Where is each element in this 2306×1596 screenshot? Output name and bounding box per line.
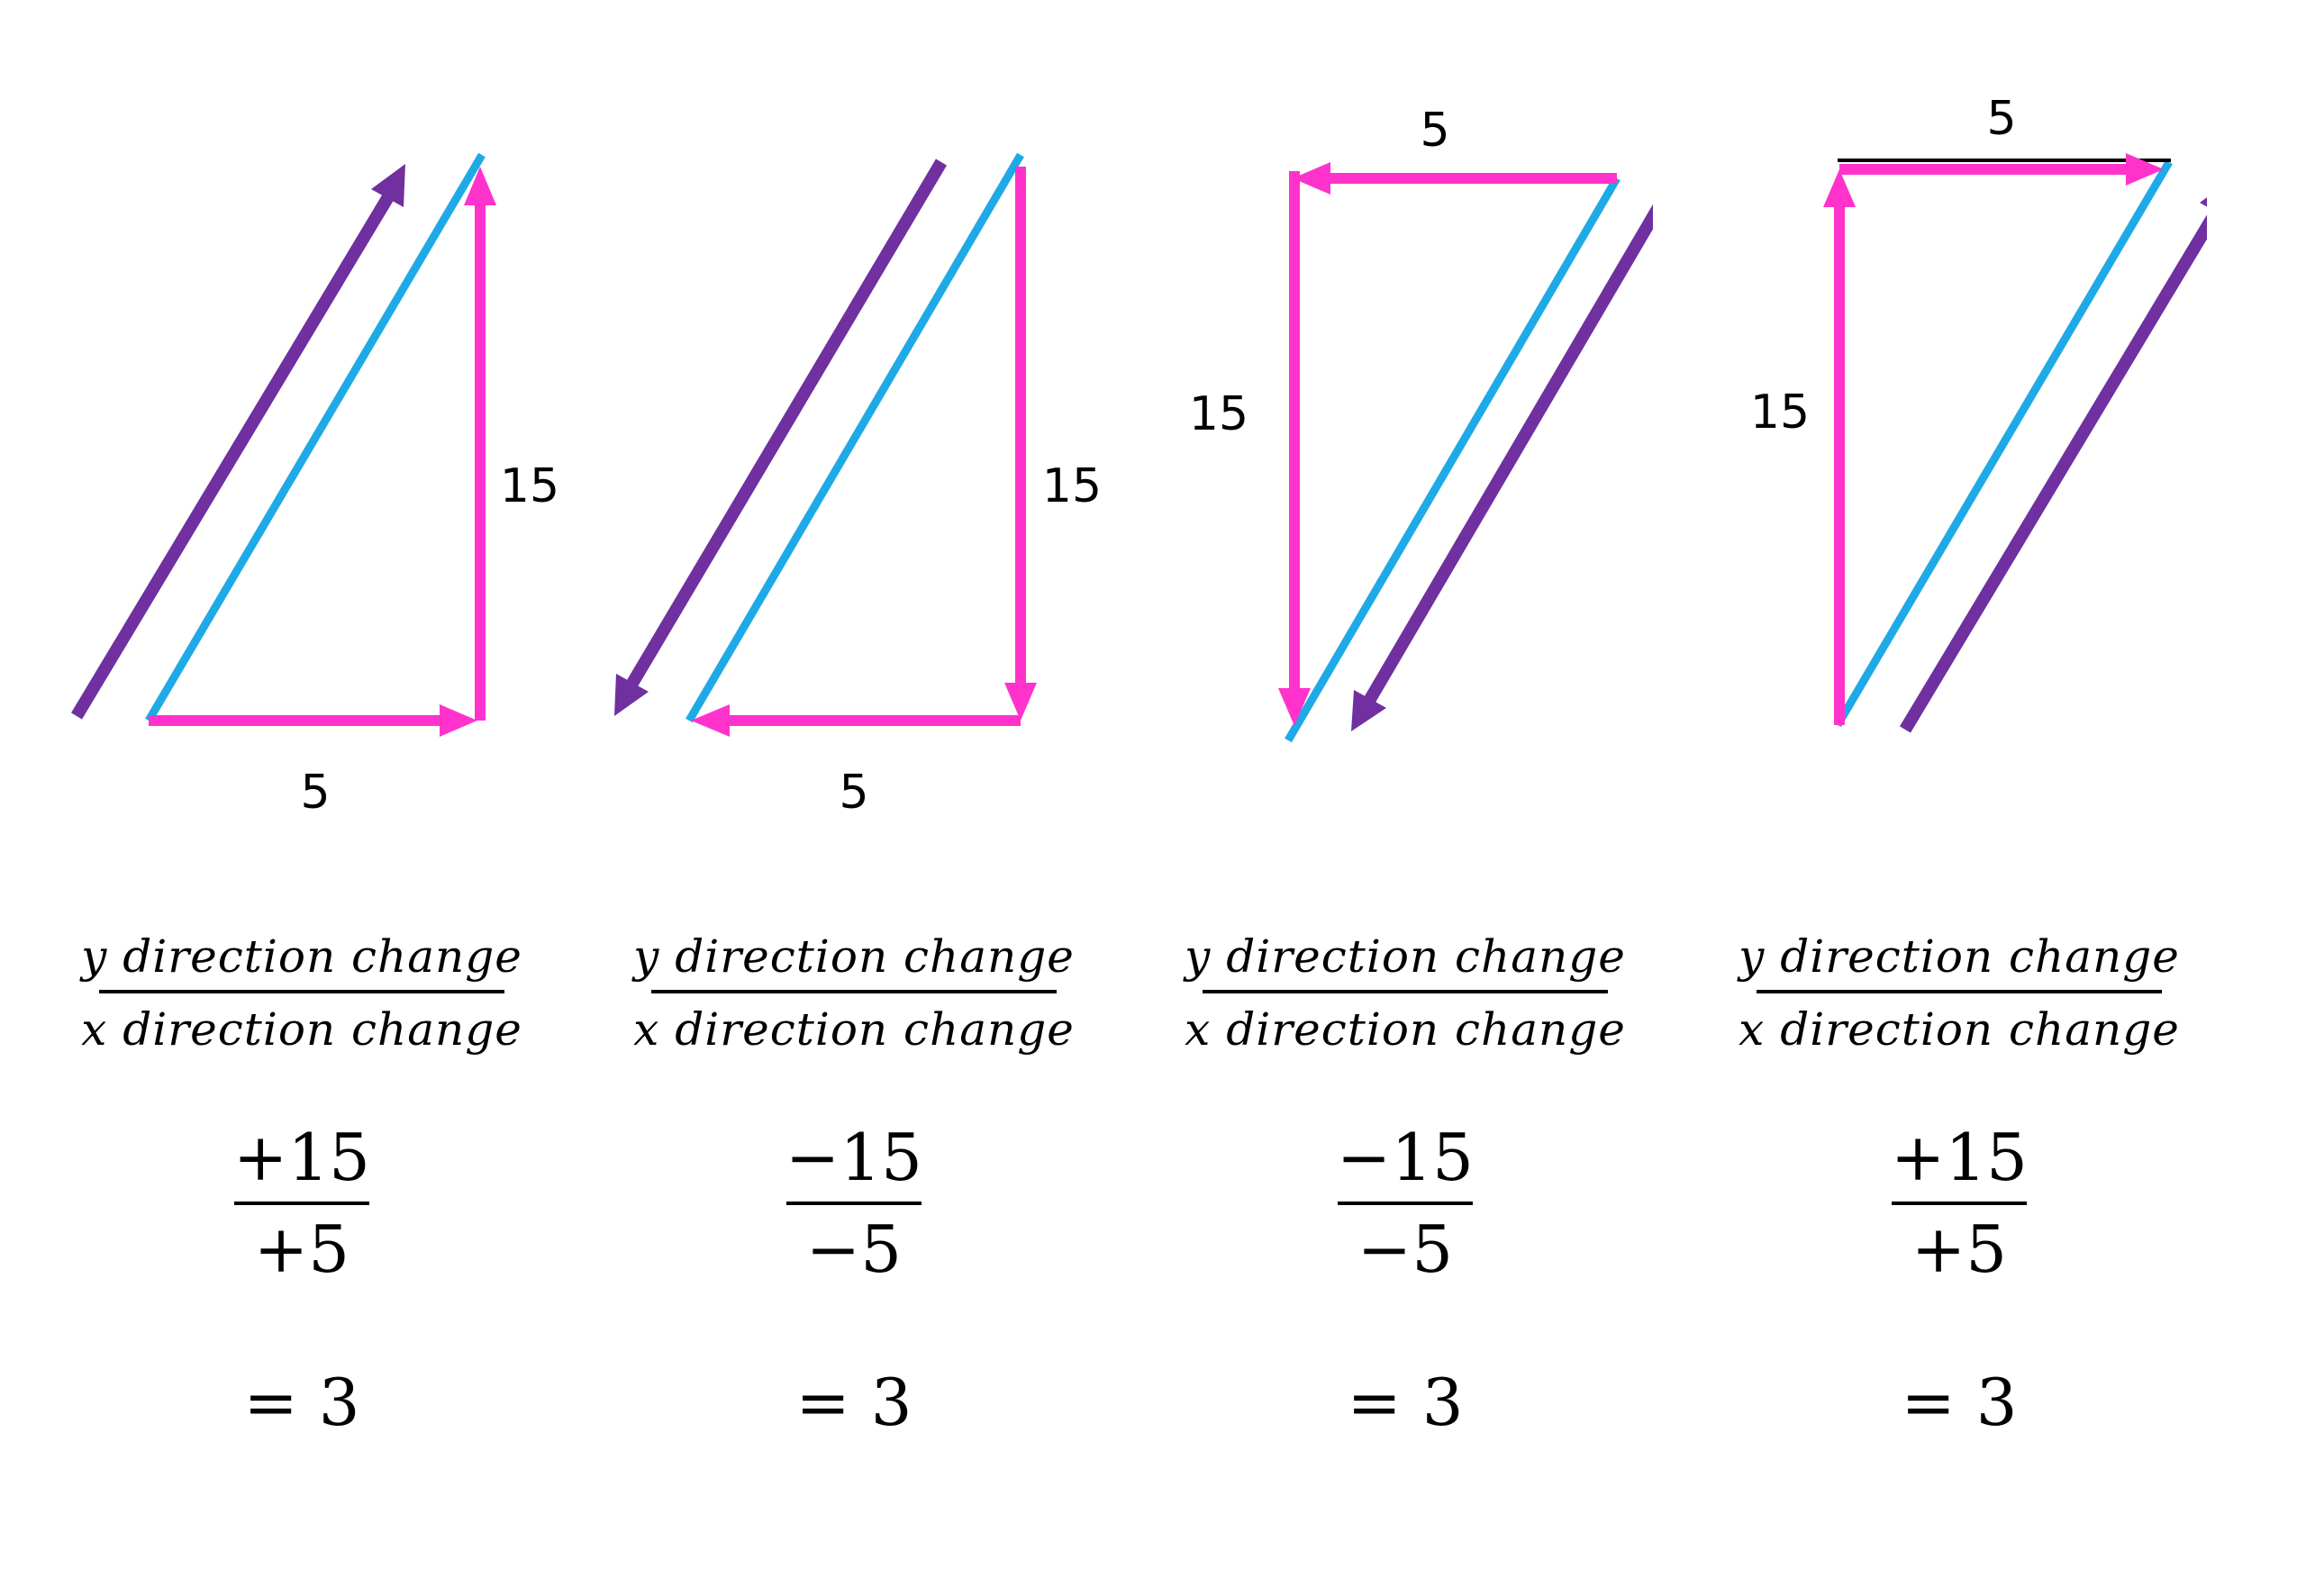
rise-label: 15 <box>1188 387 1249 441</box>
run-arrow-head <box>1293 162 1330 195</box>
run-label: 5 <box>839 766 869 820</box>
panel-3: 5 15 <box>1094 0 1653 1596</box>
word-numerator: y direction change <box>1739 930 2180 983</box>
word-fraction: y direction change x direction change <box>575 928 1133 1059</box>
panel-4: 5 15 <box>1648 0 2207 1596</box>
word-denominator: x direction change <box>633 1003 1075 1056</box>
formula-2: y direction change x direction change −1… <box>575 0 1133 1596</box>
hypotenuse-line <box>1285 176 1621 743</box>
rise-arrow-head <box>1278 688 1311 726</box>
direction-arrow-shaft <box>1363 204 1653 704</box>
number-fraction: −15 −5 <box>1126 1117 1684 1290</box>
direction-arrow-shaft <box>70 192 395 720</box>
fraction-bar <box>1892 1202 2027 1205</box>
triangle-diagram-1 <box>70 152 496 737</box>
word-numerator: y direction change <box>81 930 522 983</box>
word-fraction: y direction change x direction change <box>23 928 581 1059</box>
triangle-diagram-2 <box>614 152 1037 737</box>
direction-arrow-head <box>1351 690 1386 731</box>
direction-arrow-head <box>2200 197 2207 207</box>
formula-4: y direction change x direction change +1… <box>1680 0 2238 1596</box>
run-label: 5 <box>1420 104 1450 158</box>
word-fraction: y direction change x direction change <box>1126 928 1684 1059</box>
numerator: +15 <box>233 1120 370 1195</box>
word-denominator: x direction change <box>81 1003 522 1056</box>
number-fraction: −15 −5 <box>575 1117 1133 1290</box>
denominator: −5 <box>805 1211 903 1287</box>
numerator: −15 <box>1337 1120 1474 1195</box>
denominator: +5 <box>1911 1211 2008 1287</box>
fraction-bar <box>1338 1202 1473 1205</box>
run-arrow-head <box>2126 153 2164 186</box>
formula-1: y direction change x direction change +1… <box>23 0 581 1596</box>
number-fraction: +15 +5 <box>1680 1117 2238 1290</box>
word-fraction: y direction change x direction change <box>1680 928 2238 1059</box>
fraction-bar <box>99 990 504 993</box>
fraction-bar <box>1757 990 2162 993</box>
panel-1: 5 15 <box>0 0 560 1596</box>
rise-arrow-head <box>1823 169 1856 207</box>
denominator: +5 <box>253 1211 350 1287</box>
fraction-bar <box>234 1202 369 1205</box>
rise-arrow-head <box>464 167 496 205</box>
triangle-diagram-4 <box>1823 153 2207 733</box>
hypotenuse-line <box>1834 159 2173 728</box>
panel-2: 5 15 <box>540 0 1103 1596</box>
result: = 3 <box>1347 1365 1464 1440</box>
rise-arrow-head <box>1004 683 1037 721</box>
word-numerator: y direction change <box>1185 930 1626 983</box>
fraction-bar <box>651 990 1057 993</box>
direction-arrow-head <box>371 164 405 207</box>
rise-label: 15 <box>1749 385 1811 440</box>
numerator: −15 <box>785 1120 922 1195</box>
run-arrow-head <box>691 704 730 737</box>
result: = 3 <box>1901 1365 2018 1440</box>
result: = 3 <box>243 1365 360 1440</box>
word-denominator: x direction change <box>1185 1003 1626 1056</box>
denominator: −5 <box>1357 1211 1454 1287</box>
word-numerator: y direction change <box>633 930 1075 983</box>
word-denominator: x direction change <box>1739 1003 2180 1056</box>
run-label: 5 <box>1986 92 2017 146</box>
triangle-diagram-3 <box>1278 162 1653 743</box>
rise-label: 15 <box>1041 459 1103 513</box>
run-label: 5 <box>300 766 331 820</box>
formula-3: y direction change x direction change −1… <box>1126 0 1684 1596</box>
result: = 3 <box>795 1365 912 1440</box>
rise-label: 15 <box>499 459 560 513</box>
direction-arrow-head <box>614 674 649 716</box>
numerator: +15 <box>1891 1120 2028 1195</box>
hypotenuse-line <box>685 152 1024 723</box>
hypotenuse-line <box>145 152 486 723</box>
run-arrow-head <box>440 704 477 737</box>
direction-arrow-shaft <box>1899 214 2207 733</box>
fraction-bar <box>786 1202 921 1205</box>
number-fraction: +15 +5 <box>23 1117 581 1290</box>
direction-arrow-shaft <box>624 159 948 690</box>
fraction-bar <box>1203 990 1608 993</box>
